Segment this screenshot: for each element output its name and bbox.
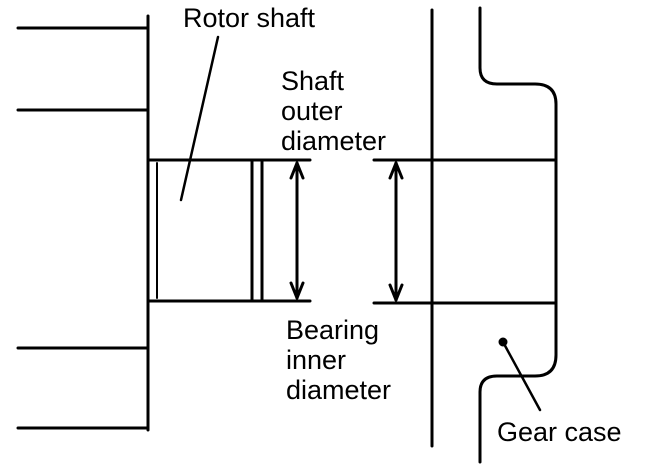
shaft-outer-diameter-label: Shaft outer diameter	[281, 66, 386, 156]
gear-case-label: Gear case	[497, 417, 622, 447]
bearing-inner-diameter-line-1: Bearing	[286, 315, 380, 345]
rotor-shaft	[146, 158, 264, 303]
bearing-arrow-bottom	[388, 283, 404, 302]
dim-arrow-bottom	[289, 281, 305, 300]
gear-case-leader-dot	[498, 337, 508, 347]
bearing-inner-diameter-line-2: inner	[286, 345, 347, 375]
shaft-outer-diameter-dimension	[260, 158, 312, 303]
rotor-shaft-label: Rotor shaft	[183, 3, 316, 33]
bearing-inner-diameter-dimension	[372, 158, 434, 305]
gear-case-outline	[478, 6, 558, 464]
shaft-outer-diameter-line-2: outer	[281, 96, 343, 126]
shaft-outer-diameter-line-3: diameter	[281, 126, 387, 156]
bearing-inner-diameter-line-3: diameter	[286, 375, 392, 405]
gear-case-leader	[501, 340, 542, 412]
bearing-inner-diameter-label: Bearing inner diameter	[286, 315, 391, 405]
bearing-arrow-top	[388, 161, 404, 180]
shaft-outer-diameter-line-1: Shaft	[281, 66, 345, 96]
rotor-shaft-leader	[179, 35, 220, 202]
gear-case	[430, 6, 558, 464]
rotor-body	[16, 14, 150, 432]
dim-arrow-top	[289, 161, 305, 180]
